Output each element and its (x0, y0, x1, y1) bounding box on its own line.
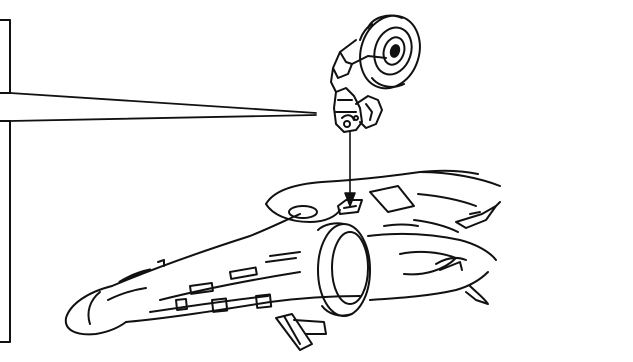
gear-strut (334, 88, 362, 132)
installation-arrow (345, 132, 355, 206)
leader-line-lower (10, 115, 316, 121)
tail-fin (456, 206, 496, 228)
panel-2 (230, 267, 257, 278)
engine-intake (318, 223, 370, 316)
callout-frame-upper (0, 20, 10, 93)
aircraft-fuselage (66, 171, 500, 350)
gear-pivot (344, 121, 350, 127)
dorsal-hump (266, 171, 478, 204)
leader-lines (10, 93, 316, 121)
leader-line-upper (10, 93, 316, 113)
landing-gear-assembly (331, 8, 429, 132)
callout-frame (0, 20, 10, 342)
nose-cone (66, 286, 126, 334)
callout-frame-lower (0, 121, 10, 342)
upper-fuselage (112, 214, 300, 286)
gear-wheel (351, 8, 429, 96)
dorsal-panel (370, 186, 414, 212)
gear-doors (276, 314, 326, 350)
rear-fuselage (368, 234, 496, 300)
canopy-frame (120, 270, 150, 282)
stabilizer (466, 286, 488, 304)
